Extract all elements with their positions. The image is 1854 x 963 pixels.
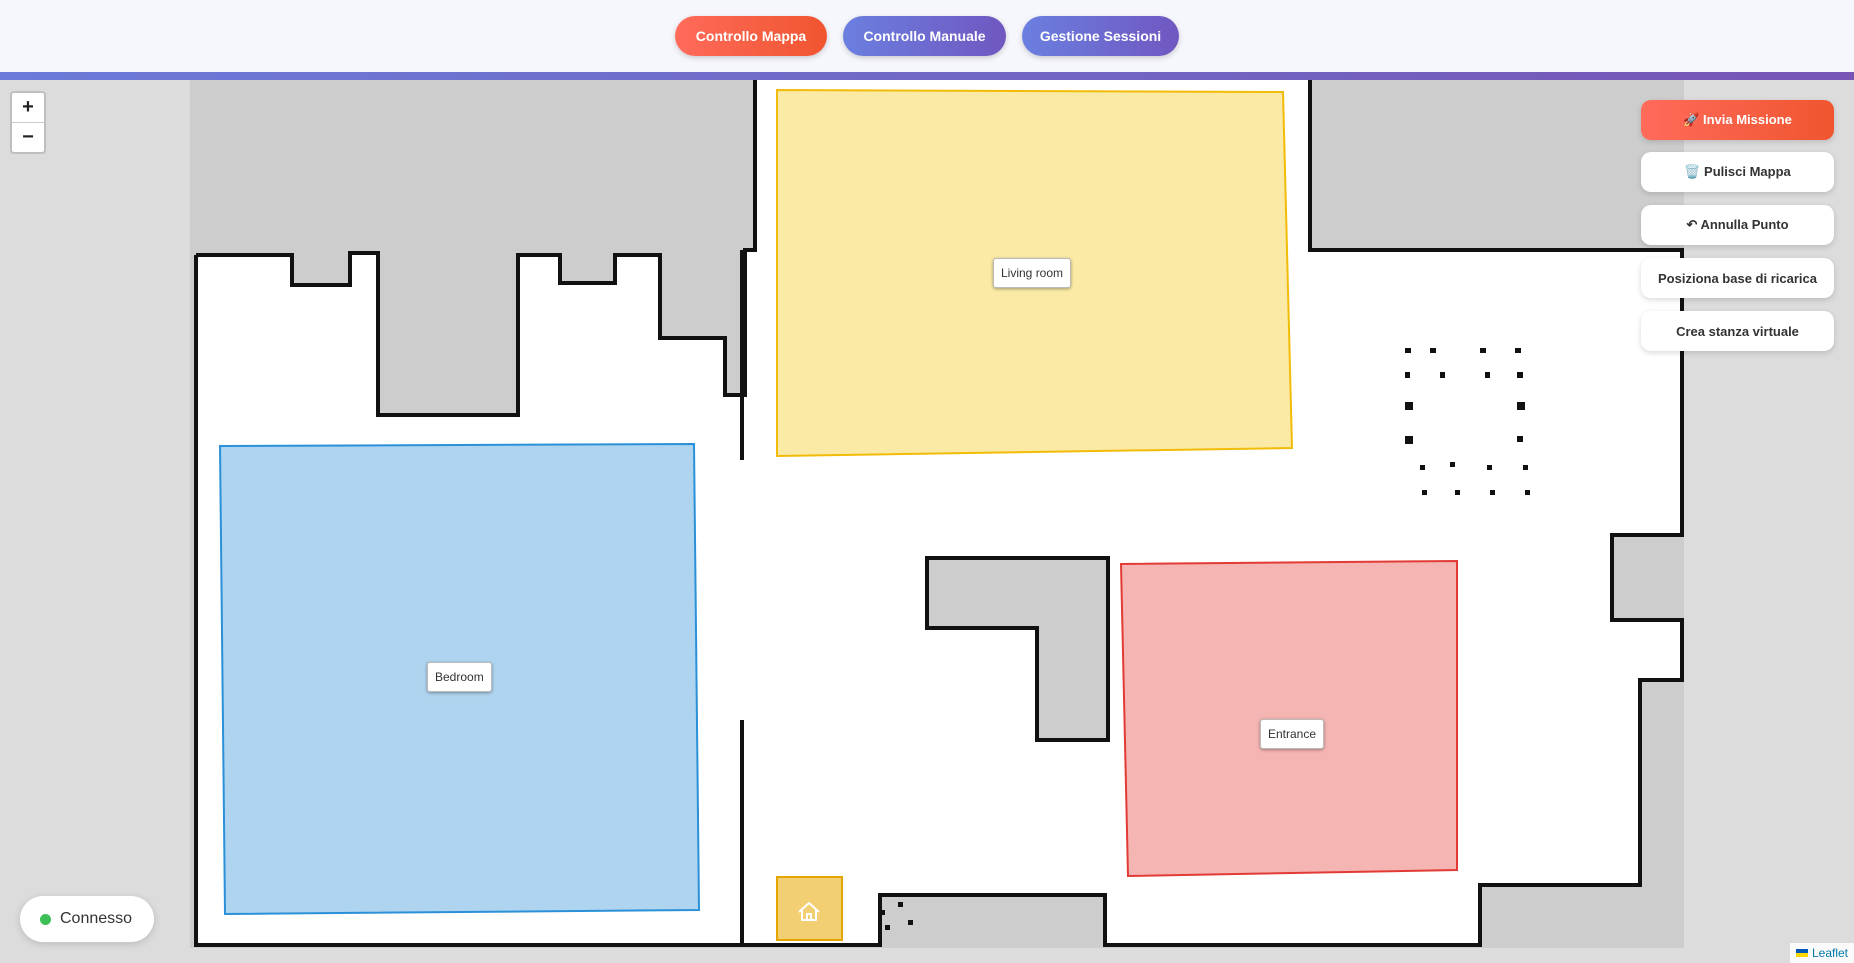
attribution-link[interactable]: Leaflet [1811, 946, 1848, 960]
create-virtual-room-button[interactable]: Crea stanza virtuale [1641, 311, 1834, 351]
zoom-control: + − [10, 91, 46, 154]
connection-status-badge: Connesso [20, 896, 154, 942]
map-wall-east-south [194, 80, 1684, 947]
map-canvas[interactable]: + − Living room Bedroom Entrance [0, 80, 1854, 963]
map-wall-north-west [196, 80, 757, 417]
occupancy-map[interactable] [0, 80, 1854, 963]
topbar-divider [0, 72, 1854, 80]
zoom-in-button[interactable]: + [22, 96, 34, 118]
send-mission-button[interactable]: 🚀 Invia Missione [1641, 100, 1834, 140]
place-dock-button[interactable]: Posiziona base di ricarica [1641, 258, 1834, 298]
room-label-bedroom: Bedroom [427, 662, 492, 692]
manual-control-button[interactable]: Controllo Manuale [843, 16, 1006, 56]
top-navigation-bar: Controllo Mappa Controllo Manuale Gestio… [0, 0, 1854, 72]
home-icon [798, 902, 820, 921]
status-dot-icon [40, 913, 51, 925]
charging-dock-marker[interactable] [776, 876, 843, 941]
map-obstacle [925, 556, 1110, 742]
session-management-button[interactable]: Gestione Sessioni [1022, 16, 1179, 56]
room-label-living-room: Living room [993, 258, 1072, 288]
room-label-entrance: Entrance [1260, 719, 1325, 749]
room-entrance[interactable] [1119, 559, 1458, 878]
zoom-out-button[interactable]: − [12, 122, 44, 152]
clear-map-button[interactable]: 🗑️ Pulisci Mappa [1641, 152, 1834, 192]
map-control-button[interactable]: Controllo Mappa [675, 16, 827, 56]
map-obstacle-dots [880, 348, 1530, 930]
undo-point-button[interactable]: ↶ Annulla Punto [1641, 205, 1834, 245]
map-attribution[interactable]: Leaflet [1789, 943, 1854, 963]
connection-status-text: Connesso [60, 910, 133, 927]
ukraine-flag-icon [1795, 949, 1808, 957]
